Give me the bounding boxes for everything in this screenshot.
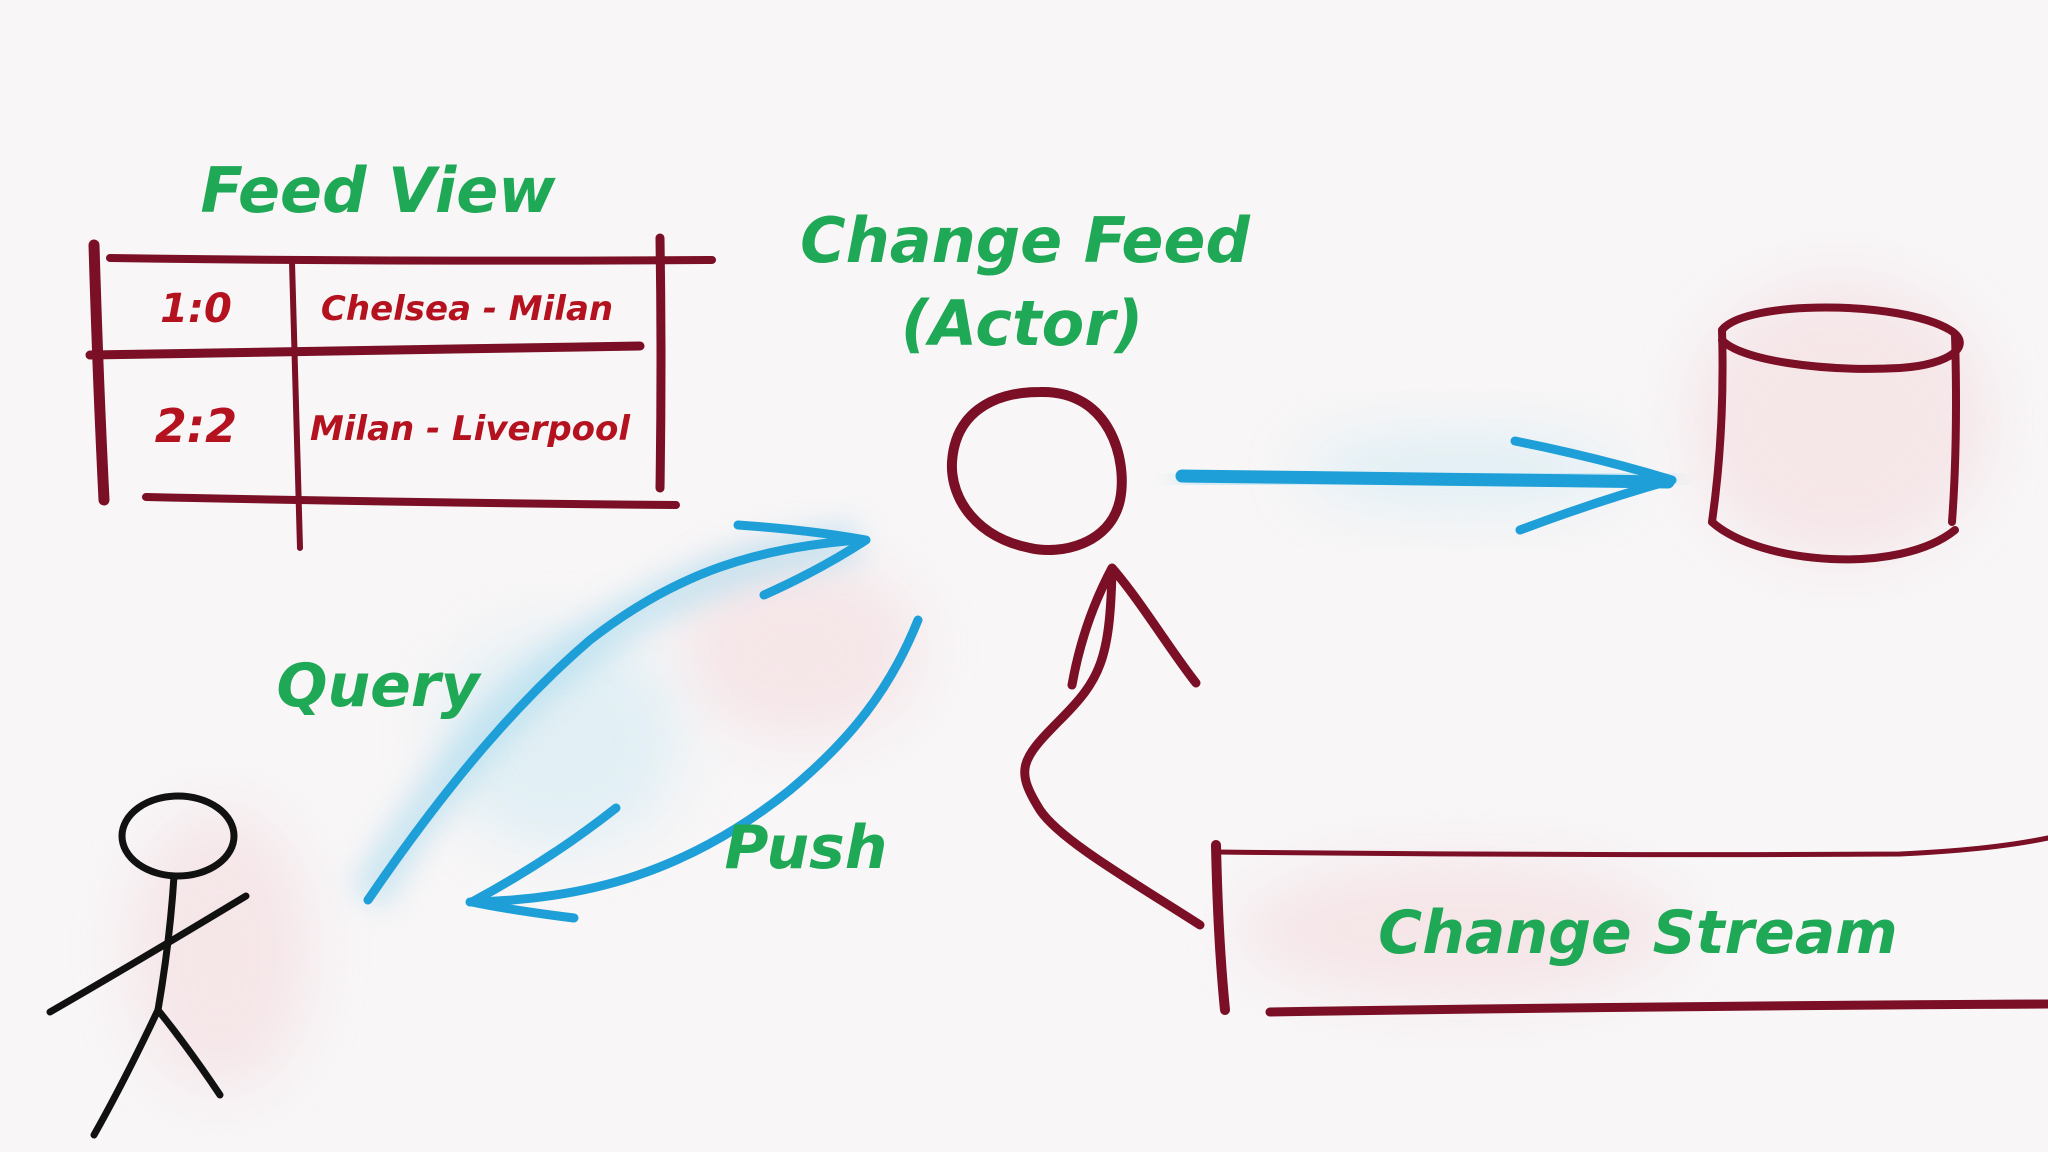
stick-figure-arms: [46, 892, 250, 1016]
database-cylinder: [1708, 303, 1964, 564]
table-right-border: [655, 233, 666, 493]
stream-left-border: [1211, 840, 1230, 1015]
actor-title-line1: Change Feed: [800, 204, 1250, 277]
stream-to-actor-arrow: [1020, 563, 1205, 930]
push-arrow: [465, 615, 923, 923]
table-bottom-border: [142, 493, 680, 509]
push-label: Push: [725, 813, 888, 883]
change-stream-box: [1211, 835, 2048, 1017]
actor-circle: [946, 386, 1127, 555]
table-column-divider: [289, 259, 303, 551]
stick-figure-left-leg: [90, 1006, 162, 1139]
stream-top-border: [1213, 835, 2048, 858]
cylinder-bottom: [1708, 518, 1959, 564]
stick-figure-head: [118, 792, 238, 880]
change-stream-label: Change Stream: [1378, 898, 1898, 968]
table-top-border: [106, 254, 716, 265]
cylinder-right-side: [1948, 331, 1960, 526]
table-left-border: [88, 239, 110, 506]
query-arrow: [363, 520, 871, 905]
row-2-match: Milan - Liverpool: [310, 409, 631, 449]
stick-figure-right-leg: [154, 1006, 224, 1099]
stream-bottom-border: [1265, 999, 2048, 1017]
feed-view-table: [85, 233, 716, 551]
feed-view-title: Feed View: [200, 154, 556, 227]
actor-title-line2: (Actor): [901, 287, 1143, 360]
table-middle-rule: [85, 341, 645, 360]
row-2-score: 2:2: [155, 399, 237, 453]
user-stick-figure: [46, 792, 250, 1139]
query-label: Query: [276, 651, 482, 721]
actor-to-db-arrow: [1175, 436, 1677, 535]
row-1-score: 1:0: [160, 286, 232, 332]
cylinder-left-side: [1708, 326, 1727, 526]
row-1-match: Chelsea - Milan: [321, 289, 613, 329]
